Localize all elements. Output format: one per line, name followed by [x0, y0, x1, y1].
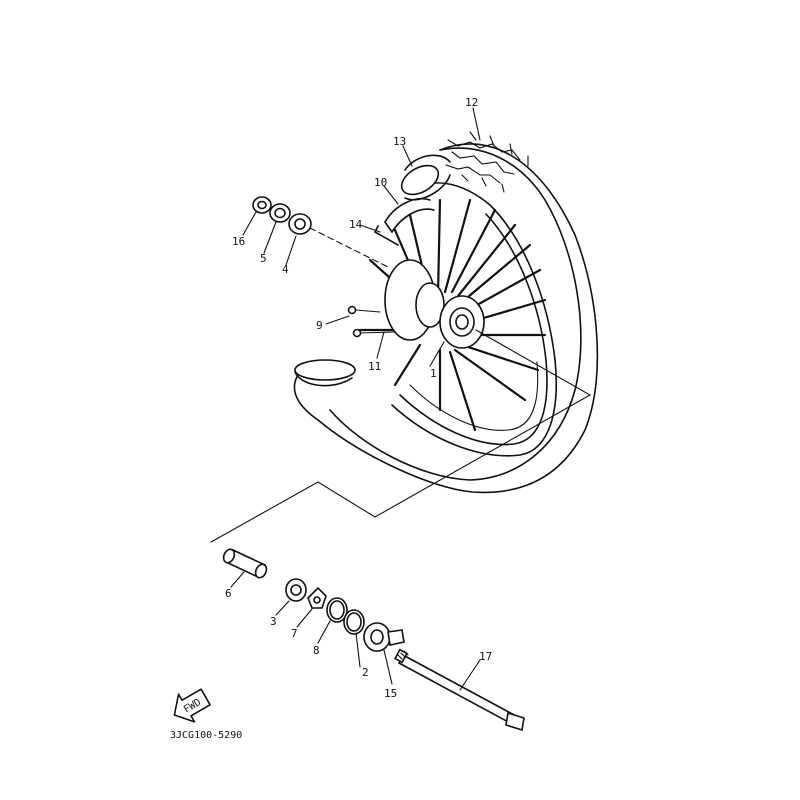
spacer-6 — [222, 548, 268, 579]
callout-3: 3 — [270, 615, 277, 628]
callout-9: 9 — [316, 319, 323, 332]
collar-16 — [252, 196, 272, 214]
callout-2: 2 — [362, 666, 369, 679]
oil-seal-5 — [269, 203, 291, 223]
nipple-11 — [352, 328, 396, 338]
leader-lines — [230, 107, 481, 691]
callout-17: 17 — [479, 650, 492, 663]
callout-5: 5 — [260, 252, 267, 265]
callout-10: 10 — [374, 176, 387, 189]
tire — [293, 131, 599, 494]
callout-15: 15 — [384, 687, 397, 700]
callout-7: 7 — [291, 627, 298, 640]
inner-tube — [400, 154, 451, 201]
clutch-7 — [307, 586, 327, 609]
hub — [384, 259, 485, 349]
axle-17 — [394, 648, 525, 732]
fwd-label: FWD — [182, 697, 203, 716]
callout-13: 13 — [393, 135, 406, 148]
diagram-code: 3JCG100-5290 — [170, 730, 242, 741]
callout-labels: 1 2 3 4 5 6 7 8 9 10 11 12 13 14 15 16 1… — [225, 96, 492, 700]
callout-11: 11 — [368, 360, 381, 373]
bearing-4 — [288, 213, 312, 235]
fwd-arrow-icon: FWD — [173, 688, 211, 723]
meter-gear-15 — [363, 622, 405, 652]
assembly-line-left — [309, 227, 391, 269]
rim-band — [384, 198, 435, 233]
callout-12: 12 — [465, 96, 478, 109]
callout-4: 4 — [282, 263, 289, 276]
callout-14: 14 — [349, 218, 363, 231]
collar-2 — [343, 609, 365, 635]
callout-6: 6 — [225, 587, 232, 600]
callout-8: 8 — [313, 644, 320, 657]
oil-seal-8 — [326, 597, 348, 623]
rim — [391, 182, 558, 457]
callout-1: 1 — [430, 367, 437, 380]
bearing-3 — [285, 578, 307, 602]
callout-16: 16 — [232, 235, 245, 248]
bolt-9 — [347, 305, 381, 315]
assembly-outline — [210, 329, 592, 543]
